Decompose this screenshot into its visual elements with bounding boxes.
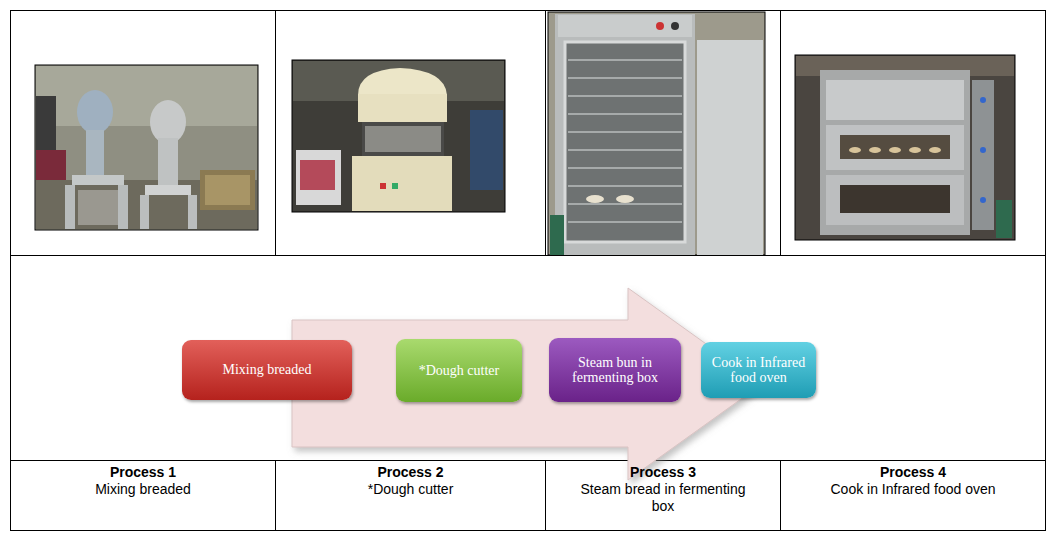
table-grid — [10, 10, 1046, 531]
process-heading: Process 1 — [110, 464, 176, 481]
process-label: Steam bun in fermenting box — [559, 355, 671, 386]
process-cell: Process 2*Dough cutter — [276, 461, 545, 530]
process-label: Mixing breaded — [222, 362, 311, 377]
oven-photo — [795, 55, 1015, 240]
process-description: Cook in Infrared food oven — [831, 481, 996, 498]
process-description: Steam bread in fermenting box — [578, 481, 748, 515]
process-label: *Dough cutter — [419, 363, 499, 378]
process-description: *Dough cutter — [368, 481, 454, 498]
process-box: Mixing breaded — [182, 340, 352, 400]
process-cell: Process 4Cook in Infrared food oven — [781, 461, 1045, 530]
process-label: Cook in Infrared food oven — [711, 355, 806, 386]
mixer-photo — [35, 65, 258, 230]
process-box: *Dough cutter — [396, 339, 522, 402]
process-heading: Process 3 — [630, 464, 696, 481]
process-cell: Process 1Mixing breaded — [11, 461, 275, 530]
fermenting-box-photo — [548, 12, 765, 255]
process-cell: Process 3Steam bread in fermenting box — [546, 461, 780, 530]
process-description: Mixing breaded — [95, 481, 191, 498]
process-box: Cook in Infrared food oven — [701, 342, 816, 398]
dough-cutter-photo — [292, 60, 505, 212]
flow-arrow — [292, 288, 762, 480]
process-heading: Process 4 — [880, 464, 946, 481]
process-box: Steam bun in fermenting box — [549, 338, 681, 402]
process-heading: Process 2 — [377, 464, 443, 481]
